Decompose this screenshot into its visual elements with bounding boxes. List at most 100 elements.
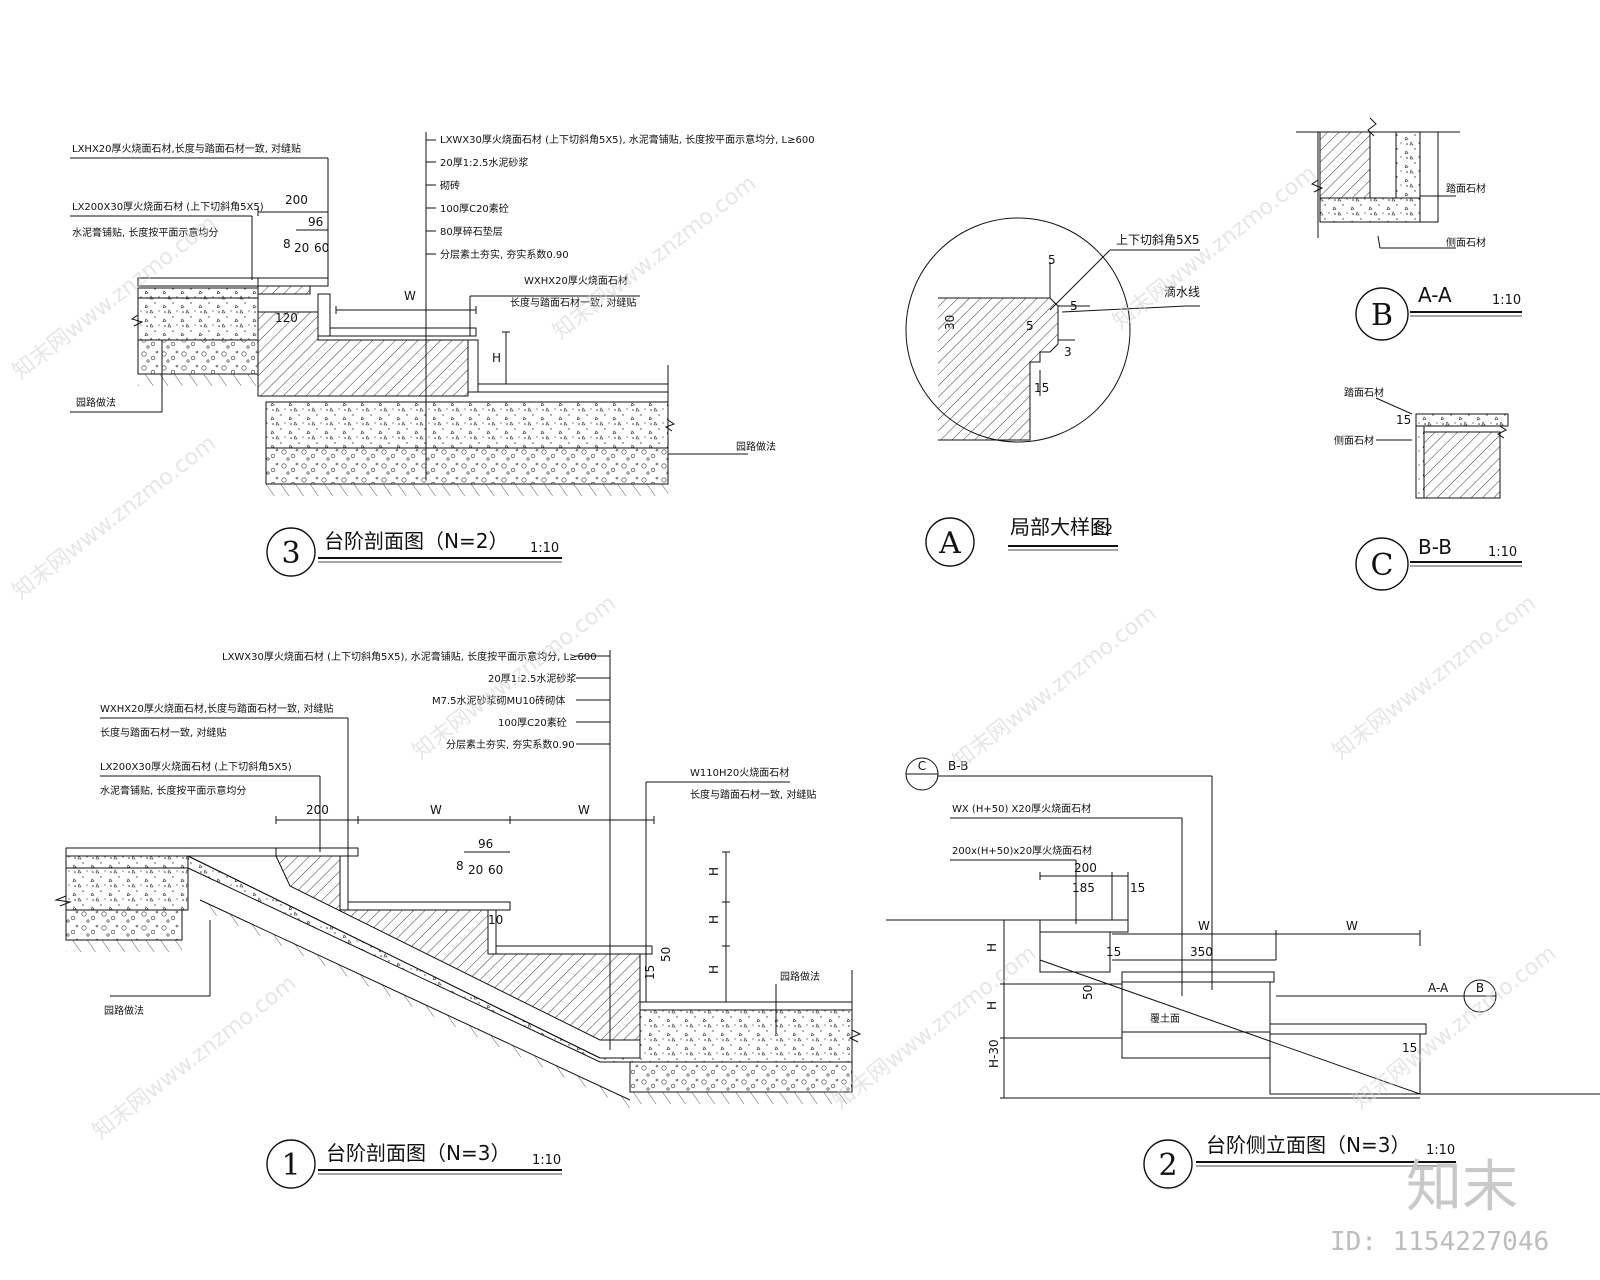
detail-a-dim-30: 30 — [943, 315, 957, 330]
marker-aa-label: A-A — [1428, 981, 1449, 995]
marker-bb-label: B-B — [948, 759, 968, 773]
s3-dim-W: W — [404, 289, 416, 303]
s2-label-riser-stone: WX (H+50) X20厚火烧面石材 — [952, 802, 1091, 815]
s3-dim-96: 96 — [308, 215, 323, 229]
watermark-id: ID: 1154227046 — [1330, 1227, 1549, 1257]
detail-a-drawing — [905, 217, 1200, 443]
s1-dim-H1: H — [707, 867, 721, 876]
s3-label-soil: 分层素土夯实, 夯实系数0.90 — [440, 248, 569, 261]
section-2-number: 2 — [1158, 1148, 1177, 1183]
s1-dim-200: 200 — [306, 803, 329, 817]
s2-dim-15b: 15 — [1106, 945, 1121, 959]
section-3-annotations: LXHX20厚火烧面石材,长度与踏面石材一致, 对缝贴 LX200X30厚火烧面… — [72, 133, 815, 453]
s1-dim-96: 96 — [478, 837, 493, 851]
s2-dim-50: 50 — [1081, 985, 1095, 1000]
s1-dim-10: 10 — [488, 913, 503, 927]
section-2-annotations: C B-B B A-A WX (H+50) X20厚火烧面石材 200x(H+5… — [918, 759, 1484, 1068]
s1-label-soil: 分层素土夯实, 夯实系数0.90 — [446, 738, 575, 751]
section-1-annotations: LXWX30厚火烧面石材 (上下切斜角5X5), 水泥膏铺贴, 长度按平面示意均… — [100, 650, 820, 1017]
s2-dim-H1: H — [985, 943, 999, 952]
s1-dim-H3: H — [707, 965, 721, 974]
section-2-title: 2 台阶侧立面图（N=3） 1:10 — [1143, 1133, 1456, 1189]
watermark-text-2: 知末网www.znzmo.com — [548, 171, 761, 345]
s1-label-riser-note: 长度与踏面石材一致, 对缝贴 — [100, 726, 226, 739]
watermark-text-4: 知末网www.znzmo.com — [8, 431, 221, 605]
watermark-text-10: 知末网www.znzmo.com — [1348, 941, 1561, 1115]
section-1-drawing — [54, 650, 862, 1108]
s3-label-riser2: WXHX20厚火烧面石材 — [524, 274, 628, 287]
s1-label-road-left: 园路做法 — [104, 1004, 144, 1017]
s3-dim-H: H — [492, 351, 501, 365]
s2-dim-W2: W — [1346, 919, 1358, 933]
s3-label-brick: 砌砖 — [440, 179, 460, 192]
section-1-scale: 1:10 — [532, 1153, 561, 1168]
detail-b-number: B — [1371, 298, 1393, 333]
s3-dim-200: 200 — [285, 193, 308, 207]
s3-label-tread-stone: LXWX30厚火烧面石材 (上下切斜角5X5), 水泥膏铺贴, 长度按平面示意均… — [440, 133, 815, 146]
detail-a-label-chamfer: 上下切斜角5X5 — [1116, 233, 1200, 247]
s2-label-edge-stone: 200x(H+50)x20厚火烧面石材 — [952, 844, 1092, 857]
s3-label-edge-stone: LX200X30厚火烧面石材 (上下切斜角5X5) — [72, 200, 264, 213]
detail-c-label-side: 侧面石材 — [1334, 434, 1374, 447]
detail-c-number: C — [1371, 548, 1394, 583]
section-2-scale: 1:10 — [1426, 1143, 1455, 1158]
s3-label-riser2-note: 长度与踏面石材一致, 对缝贴 — [510, 296, 636, 309]
s1-dim-W2: W — [578, 803, 590, 817]
s2-dim-200: 200 — [1074, 861, 1097, 875]
detail-c-dim-15: 15 — [1396, 413, 1411, 427]
s2-dim-15a: 15 — [1130, 881, 1145, 895]
s1-label-tread-stone: LXWX30厚火烧面石材 (上下切斜角5X5), 水泥膏铺贴, 长度按平面示意均… — [222, 650, 597, 663]
section-3-name: 台阶剖面图（N=2） — [324, 529, 508, 553]
s2-dim-185: 185 — [1072, 881, 1095, 895]
s1-dim-8: 8 — [456, 859, 464, 873]
s1-label-edge-stone: LX200X30厚火烧面石材 (上下切斜角5X5) — [100, 760, 292, 773]
s2-dim-350: 350 — [1190, 945, 1213, 959]
section-3-number: 3 — [281, 536, 300, 571]
detail-a-annotations: 上下切斜角5X5 滴水线 5 5 5 3 30 15 — [943, 233, 1200, 395]
detail-a-dim-5-top: 5 — [1048, 253, 1056, 267]
s3-label-gravel: 80厚碎石垫层 — [440, 225, 503, 238]
detail-a-dim-15: 15 — [1034, 381, 1049, 395]
detail-a-dim-3: 3 — [1064, 345, 1072, 359]
watermark-text-6: 知末网www.znzmo.com — [948, 601, 1161, 775]
s1-label-riser-stone: WXHX20厚火烧面石材,长度与踏面石材一致, 对缝贴 — [100, 702, 333, 715]
s3-label-riser-stone: LXHX20厚火烧面石材,长度与踏面石材一致, 对缝贴 — [72, 142, 301, 155]
watermark-text-3: 知末网www.znzmo.com — [1108, 161, 1321, 335]
detail-b-scale: 1:10 — [1492, 293, 1521, 308]
s3-dim-60: 60 — [314, 241, 329, 255]
s1-dim-H2: H — [707, 915, 721, 924]
s1-label-w110: W110H20火烧面石材 — [690, 766, 789, 779]
s1-dim-W1: W — [430, 803, 442, 817]
s1-label-w110-note: 长度与踏面石材一致, 对缝贴 — [690, 788, 816, 801]
detail-c-annotations: 踏面石材 侧面石材 15 — [1334, 386, 1411, 447]
s1-label-brick: M7.5水泥砂浆砌MU10砖砌体 — [432, 694, 565, 707]
s3-dim-8: 8 — [283, 237, 291, 251]
s3-label-road-right: 园路做法 — [736, 440, 776, 453]
detail-c-scale: 1:10 — [1488, 545, 1517, 560]
s3-dim-120: 120 — [275, 311, 298, 325]
s1-label-concrete: 100厚C20素砼 — [498, 716, 567, 729]
s1-dim-15: 15 — [643, 965, 657, 980]
section-1-title: 1 台阶剖面图（N=3） 1:10 — [266, 1139, 562, 1189]
marker-c-number: C — [918, 759, 926, 773]
detail-c-title: C B-B 1:10 — [1355, 535, 1522, 591]
section-3-scale: 1:10 — [530, 541, 559, 556]
s1-label-edge-note: 水泥膏铺贴, 长度按平面示意均分 — [100, 784, 246, 797]
detail-a-dim-5-right: 5 — [1070, 299, 1078, 313]
s2-dim-15c: 15 — [1402, 1041, 1417, 1055]
s2-label-soil-surface: 覆土面 — [1150, 1012, 1180, 1025]
watermark-text-7: 知末网www.znzmo.com — [1328, 591, 1541, 765]
detail-b-label-tread: 踏面石材 — [1446, 182, 1486, 195]
detail-c-drawing — [1375, 397, 1509, 499]
detail-a-scale: 1:2 — [1092, 523, 1113, 538]
watermark-logo: 知末 — [1406, 1155, 1518, 1220]
detail-c-label-tread: 踏面石材 — [1344, 386, 1384, 399]
s3-dim-20: 20 — [294, 241, 309, 255]
s1-dim-50: 50 — [659, 947, 673, 962]
section-2-drawing — [886, 757, 1600, 1099]
s2-dim-H30: H-30 — [987, 1039, 1001, 1068]
s1-label-mortar: 20厚1:2.5水泥砂浆 — [488, 672, 576, 685]
detail-b-annotations: 踏面石材 侧面石材 — [1446, 182, 1486, 249]
